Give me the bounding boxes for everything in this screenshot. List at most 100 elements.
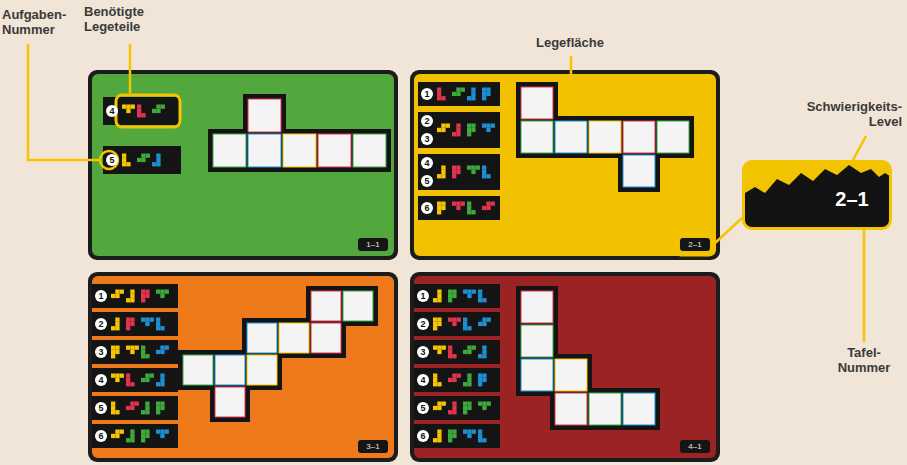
- piece-cell: [471, 210, 475, 214]
- piece-icon: [482, 166, 491, 179]
- piece-cell: [145, 294, 149, 298]
- piece-cell: [448, 354, 452, 358]
- piece-cell: [491, 124, 495, 128]
- piece-icon: [126, 430, 135, 443]
- piece-cell: [452, 406, 456, 410]
- piece-cell: [467, 350, 471, 354]
- piece-cell: [156, 410, 160, 414]
- piece-cell: [160, 406, 164, 410]
- piece-cell: [441, 174, 445, 178]
- piece-icon: [433, 402, 446, 411]
- piece-cell: [150, 374, 154, 378]
- piece-cell: [478, 430, 482, 434]
- task-number: 1: [417, 290, 429, 302]
- piece-cell: [463, 290, 467, 294]
- piece-cell: [152, 162, 156, 166]
- piece-cell: [437, 346, 441, 350]
- piece-cell: [126, 322, 130, 326]
- piece-cell: [156, 382, 160, 386]
- level-badge-zoom: 2–1: [742, 160, 892, 230]
- piece-icon: [111, 374, 124, 383]
- piece-cell: [478, 290, 482, 294]
- piece-cell: [120, 374, 124, 378]
- piece-cell: [467, 96, 471, 100]
- piece-cell: [115, 346, 119, 350]
- piece-icon: [152, 154, 161, 167]
- piece-cell: [467, 132, 471, 136]
- task-row: [414, 340, 500, 364]
- piece-cell: [437, 322, 441, 326]
- piece-icon: [126, 318, 135, 331]
- piece-cell: [482, 378, 486, 382]
- piece-cell: [433, 378, 437, 382]
- piece-cell: [141, 350, 145, 354]
- piece-cell: [467, 434, 471, 438]
- piece-cell: [437, 174, 441, 178]
- piece-cell: [472, 290, 476, 294]
- piece-cell: [482, 298, 486, 302]
- piece-cell: [486, 202, 490, 206]
- piece-cell: [441, 206, 445, 210]
- area-outline: [618, 150, 660, 192]
- piece-cell: [160, 382, 164, 386]
- level-number: 2–1: [818, 188, 886, 211]
- piece-cell: [126, 109, 130, 113]
- piece-cell: [141, 113, 145, 117]
- piece-cell: [141, 354, 145, 358]
- task-number: 5: [421, 175, 433, 187]
- piece-cell: [482, 96, 486, 100]
- piece-cell: [437, 298, 441, 302]
- piece-icon: [126, 290, 135, 303]
- piece-cell: [141, 434, 145, 438]
- piece-cell: [437, 290, 441, 294]
- piece-cell: [467, 206, 471, 210]
- area-square: [279, 323, 309, 353]
- area-square: [623, 155, 655, 187]
- task-row: [92, 368, 178, 392]
- piece-cell: [160, 434, 164, 438]
- piece-cell: [141, 430, 145, 434]
- piece-cell: [122, 162, 126, 166]
- piece-icon: [433, 374, 442, 387]
- area-outline: [178, 350, 218, 390]
- piece-cell: [145, 378, 149, 382]
- area-square: [555, 121, 587, 153]
- area-square: [521, 121, 553, 153]
- piece-cell: [111, 294, 115, 298]
- piece-cell: [471, 96, 475, 100]
- piece-cell: [437, 294, 441, 298]
- area-square: [311, 291, 341, 321]
- piece-cell: [437, 350, 441, 354]
- piece-cell: [467, 294, 471, 298]
- laying-area: [516, 82, 694, 192]
- piece-cell: [115, 350, 119, 354]
- area-outline: [516, 354, 558, 396]
- card-face: [414, 74, 716, 256]
- task-number: 5: [417, 402, 429, 414]
- piece-cell: [452, 354, 456, 358]
- piece-cell: [482, 174, 486, 178]
- area-outline: [618, 116, 660, 158]
- card-face: [92, 74, 394, 256]
- piece-cell: [141, 298, 145, 302]
- piece-icon: [111, 318, 120, 331]
- piece-cell: [141, 294, 145, 298]
- piece-icon: [463, 318, 472, 331]
- piece-cell: [452, 374, 456, 378]
- piece-cell: [137, 105, 141, 109]
- piece-icon: [482, 202, 495, 211]
- piece-cell: [145, 290, 149, 294]
- area-outline: [306, 286, 346, 326]
- game-card: [410, 70, 720, 260]
- card-rim: [88, 70, 398, 260]
- piece-cell: [141, 378, 145, 382]
- piece-cell: [156, 430, 160, 434]
- piece-cell: [467, 346, 471, 350]
- area-square: [555, 359, 587, 391]
- piece-cell: [478, 438, 482, 442]
- area-outline: [550, 388, 592, 430]
- piece-cell: [115, 374, 119, 378]
- area-outline: [208, 129, 251, 172]
- piece-cell: [482, 402, 486, 406]
